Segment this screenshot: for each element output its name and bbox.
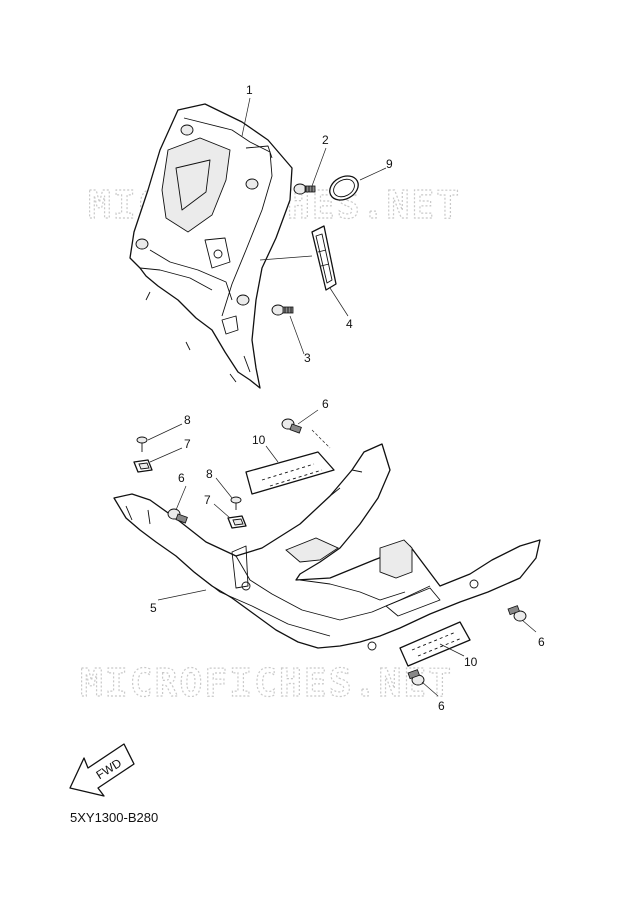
callout-1: 1: [246, 83, 253, 97]
callout-10-lower: 10: [464, 655, 478, 669]
part-10-decal-lower: [399, 621, 471, 667]
part-6-screw-top: [281, 418, 302, 434]
callout-3: 3: [304, 351, 311, 365]
callout-10-upper: 10: [252, 433, 266, 447]
part-6-screw-left: [167, 508, 188, 524]
callout-4: 4: [346, 317, 353, 331]
callouts: 1 2 3 4 5 6 6 6 6 7 7 8 8 9 10 10: [150, 83, 545, 713]
part-6-screw-bottom: [407, 669, 425, 686]
part-6-screw-right: [507, 605, 527, 622]
part-9-cap: [329, 175, 359, 201]
callout-2: 2: [322, 133, 329, 147]
callout-7-left: 7: [184, 437, 191, 451]
callout-8-left: 8: [184, 413, 191, 427]
part-1-leg-shield: [129, 103, 293, 389]
callout-9: 9: [386, 157, 393, 171]
diagram-code: 5XY1300-B280: [70, 810, 159, 825]
callout-6-right: 6: [538, 635, 545, 649]
part-8-rivet-right: [230, 496, 242, 510]
part-5-under-cover: [113, 443, 541, 651]
callout-8-right: 8: [206, 467, 213, 481]
part-2-screw: [293, 183, 316, 195]
part-8-rivet-left: [136, 436, 148, 452]
part-7-nut-left: [133, 459, 153, 473]
callout-6-top: 6: [322, 397, 329, 411]
part-3-screw: [271, 304, 294, 316]
part-4-bracket: [311, 225, 337, 291]
callout-6-bottom: 6: [438, 699, 445, 713]
callout-5: 5: [150, 601, 157, 615]
callout-6-left: 6: [178, 471, 185, 485]
callout-7-right: 7: [204, 493, 211, 507]
watermark-bottom: MICROFICHES.NET: [80, 661, 453, 705]
part-7-nut-right: [227, 515, 247, 529]
part-10-decal-upper: [245, 451, 335, 495]
leader-lines: [147, 97, 537, 697]
fwd-arrow: FWD: [69, 743, 135, 797]
